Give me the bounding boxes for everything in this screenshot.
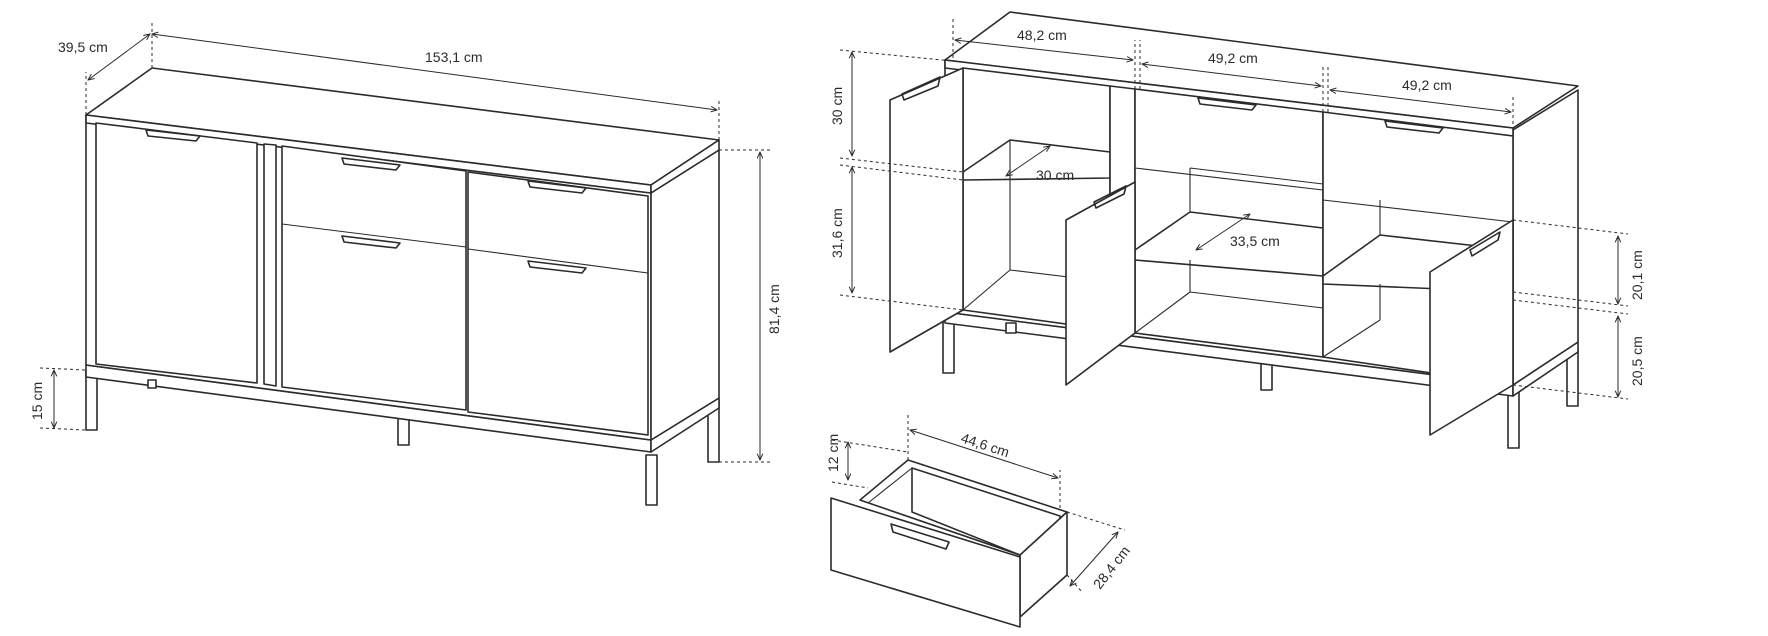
open-handle-middle [1197,97,1257,111]
middle-drawer-split [281,223,467,248]
open-middle-door-handle [1093,185,1127,209]
compartment-middle-width-line [1142,64,1321,86]
open-left-door-handle [901,76,941,101]
drawer-width-line [910,430,1058,478]
drawer-height-label: 12 cm [825,434,841,472]
right-floor-diagonal [1322,319,1381,358]
upper-shelf-height-label: 30 cm [829,87,845,125]
compartment-left-width-label: 48,2 cm [1017,27,1067,43]
open-left-door [889,67,964,353]
handle-door-middle [341,235,401,249]
drawer-inner-left-edge [867,467,913,504]
open-middle-door [1065,181,1136,386]
drawer-handle [890,523,950,550]
middle-lower-door [281,145,467,411]
handle-drawer-right [527,180,587,194]
drawer-depth-line [1070,532,1118,586]
open-leg-front-right [1507,389,1520,449]
compartment-left-width-line [955,40,1133,60]
middle-shelf-depth-line [1196,214,1250,250]
width-label: 153,1 cm [425,49,483,65]
handle-left-door [145,129,201,142]
handle-drawer-middle [341,157,401,171]
divider-panel [263,143,277,387]
middle-back-line [1189,167,1324,185]
open-sideboard-view: 48,2 cm 49,2 cm 49,2 cm 30 cm 31,6 cm 30… [829,11,1645,449]
open-body-side [1512,89,1579,386]
left-floor-diagonal [962,269,1011,311]
compartment-right-width-line [1330,90,1511,112]
leg-front-right [645,454,658,506]
left-shelf-depth-label: 30 cm [1036,167,1074,183]
right-drawer-split [467,248,649,274]
closed-sideboard-view: 39,5 cm 153,1 cm 81,4 cm 15 cm [29,22,782,506]
open-handle-right [1384,120,1444,134]
compartment-right-width-label: 49,2 cm [1402,77,1452,93]
drawer-width-label: 44,6 cm [959,430,1011,461]
right-lower-door [467,171,649,436]
middle-floor-edge [1189,291,1324,309]
left-door [95,122,258,384]
right-upper-height-label: 20,1 cm [1629,250,1645,300]
width-dimension-line [152,34,717,110]
foot-pad [147,379,157,389]
drawer-front-panel [830,497,1021,628]
height-label: 81,4 cm [766,284,782,334]
depth-label: 39,5 cm [58,39,108,55]
handle-door-right [527,260,587,274]
right-drawer-bottom [1322,199,1514,223]
depth-dimension-line [88,34,150,80]
lower-shelf-height-label: 31,6 cm [829,208,845,258]
compartment-middle-width-label: 49,2 cm [1208,50,1258,66]
leg-height-label: 15 cm [29,382,45,420]
body-side [650,149,720,441]
left-shelf-depth-line [1006,146,1050,176]
open-foot-pad [1005,322,1017,334]
right-lower-height-label: 20,5 cm [1629,336,1645,386]
drawer-depth-label: 28,4 cm [1090,543,1133,592]
middle-drawer-bottom [1134,167,1324,191]
middle-floor-diagonal [1134,291,1191,334]
open-right-door-handle [1469,231,1501,257]
middle-shelf-depth-label: 33,5 cm [1230,233,1280,249]
drawer-view: 44,6 cm 12 cm 28,4 cm [825,412,1133,628]
